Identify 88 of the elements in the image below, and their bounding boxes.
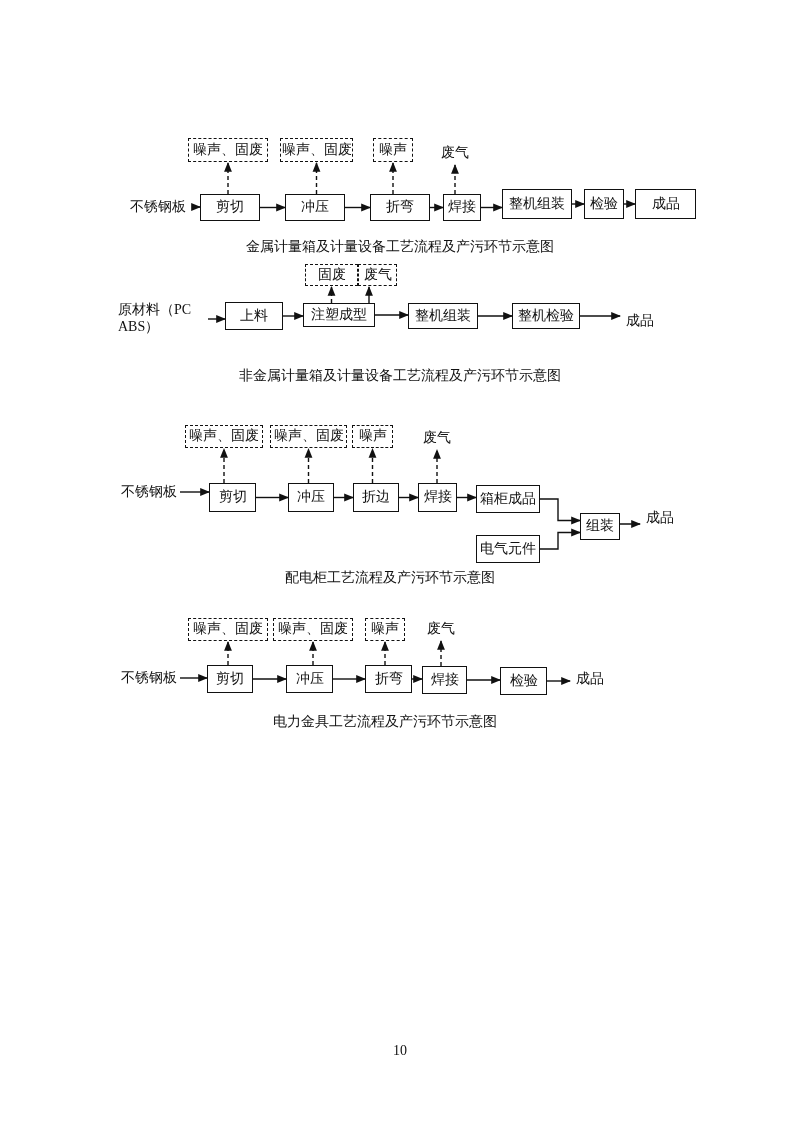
arrow [333,493,354,502]
arrow [224,641,232,666]
pollutant-box: 噪声、固废 [280,138,353,162]
arrow [539,498,581,525]
pollutant-box: 噪声、固废 [188,138,268,162]
process-box: 折边 [353,483,399,512]
flow-label: 成品 [620,310,660,332]
process-box: 焊接 [443,194,481,221]
arrow [179,488,210,496]
arrow [309,641,317,666]
arrow [398,493,419,502]
arrow [466,676,501,684]
arrow [327,286,336,304]
process-box: 整机组装 [408,303,478,329]
figure-caption: 电力金具工艺流程及产污环节示意图 [273,713,497,731]
arrow [480,203,503,212]
arrow [456,493,477,502]
process-box: 电气元件 [476,535,540,563]
arrow [546,677,571,685]
arrow [437,640,445,667]
arrow [282,312,304,320]
flow-label: 成品 [640,507,680,529]
arrow [623,200,636,208]
arrow [179,674,208,682]
process-box: 冲压 [285,194,345,221]
flow-label: 不锈钢板 [118,196,198,218]
flow-label: 废气 [422,618,460,640]
arrow [539,528,581,550]
process-box: 箱柜成品 [476,485,540,513]
figure-caption: 非金属计量箱及计量设备工艺流程及产污环节示意图 [239,367,561,385]
process-box: 上料 [225,302,283,330]
arrow [381,641,389,666]
arrow [374,311,409,319]
page-number: 10 [393,1043,407,1059]
process-box: 检验 [500,667,547,695]
arrow [344,203,371,212]
pollutant-box: 噪声、固废 [188,618,268,641]
process-box: 冲压 [288,483,334,512]
pollutant-box: 固废 [305,264,358,286]
arrow [365,286,373,304]
flow-label: 废气 [436,142,474,164]
arrow [304,448,313,484]
figure-caption: 金属计量箱及计量设备工艺流程及产污环节示意图 [246,238,554,256]
arrow [451,164,459,195]
pollutant-box: 噪声 [373,138,413,162]
process-box: 整机组装 [502,189,572,219]
process-box: 冲压 [286,665,333,693]
arrow [477,312,513,320]
flow-label: 不锈钢板 [118,481,180,503]
arrow [224,162,232,195]
pollutant-box: 废气 [358,264,397,286]
arrow [191,203,201,211]
pollutant-box: 噪声 [365,618,405,641]
flow-label: 原材料（PC ABS） [118,300,208,338]
arrow [429,203,444,212]
process-box: 折弯 [365,665,412,693]
arrow [368,448,377,484]
arrow [259,203,286,212]
pollutant-box: 噪声、固废 [185,425,263,448]
arrow [571,200,585,208]
arrow [332,675,366,683]
pollutant-box: 噪声、固废 [273,618,353,641]
pollutant-box: 噪声、固废 [270,425,347,448]
process-box: 成品 [635,189,696,219]
process-box: 焊接 [418,483,457,512]
flow-label: 废气 [418,427,456,449]
arrow [579,312,621,320]
arrow [252,675,287,683]
process-box: 整机检验 [512,303,580,329]
process-box: 折弯 [370,194,430,221]
pollutant-box: 噪声 [352,425,393,448]
flow-label: 成品 [570,668,610,690]
process-box: 剪切 [200,194,260,221]
arrow [389,162,397,195]
arrow [207,315,226,323]
arrow [312,162,321,195]
process-box: 剪切 [207,665,253,693]
process-box: 组装 [580,513,620,540]
process-box: 注塑成型 [303,303,375,327]
figure-caption: 配电柜工艺流程及产污环节示意图 [285,569,495,587]
process-box: 检验 [584,189,624,219]
arrow [433,449,441,484]
arrow [411,675,423,683]
flow-label: 不锈钢板 [118,667,180,689]
process-box: 剪切 [209,483,256,512]
arrow [220,448,228,484]
process-box: 焊接 [422,666,467,694]
arrow [255,493,289,502]
